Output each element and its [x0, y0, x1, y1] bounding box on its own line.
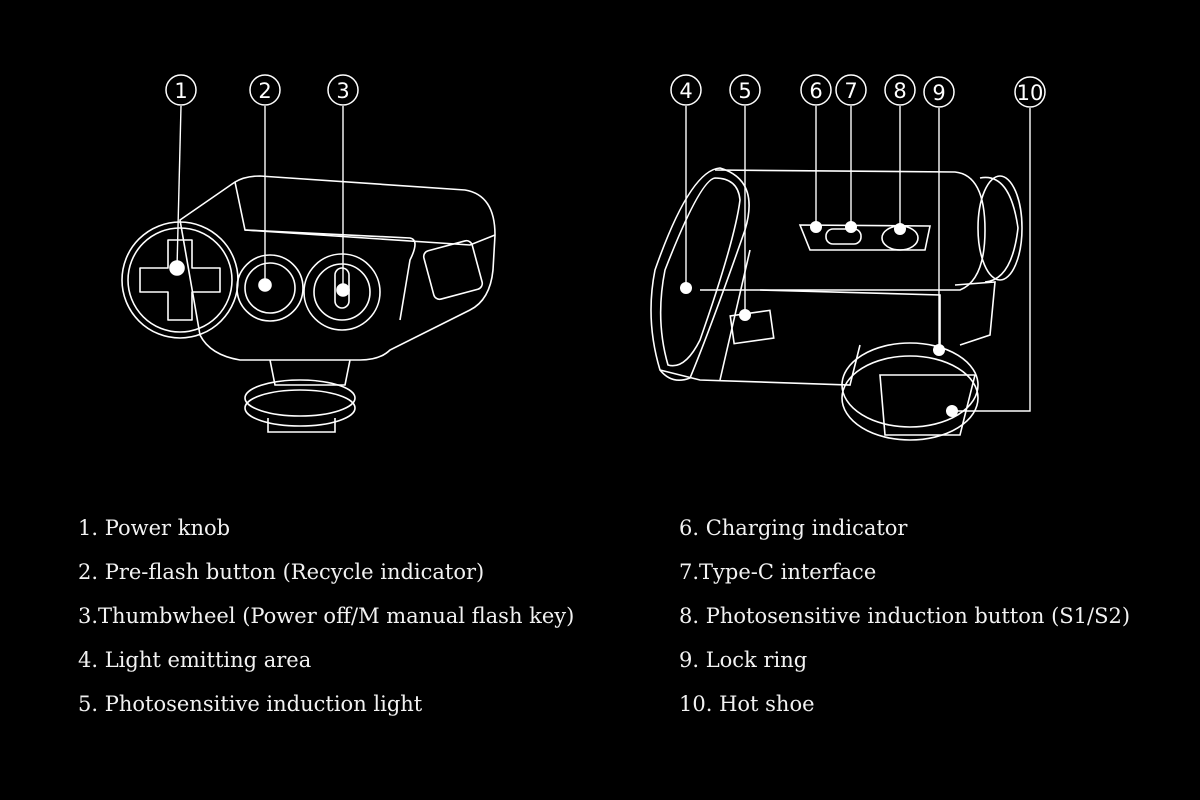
- callout-circle: [835, 74, 867, 106]
- legend-item-4: 4. Light emitting area: [78, 648, 312, 672]
- callout-circle: [1014, 76, 1046, 108]
- callout-circle: [884, 74, 916, 106]
- callout-circle: [249, 74, 281, 106]
- legend-item-8: 8. Photosensitive induction button (S1/S…: [679, 604, 1131, 628]
- callout-7: 7: [835, 74, 867, 106]
- callout-number: 8: [893, 79, 906, 103]
- callout-number: 4: [679, 79, 692, 103]
- legend-item-3: 3.Thumbwheel (Power off/M manual flash k…: [78, 604, 575, 628]
- legend-item-2: 2. Pre-flash button (Recycle indicator): [78, 560, 485, 584]
- leader-lines: [176, 105, 1031, 412]
- legend-item-10: 10. Hot shoe: [679, 692, 815, 716]
- flash-front-view: [121, 175, 496, 433]
- callout-number: 5: [738, 79, 751, 103]
- callout-number: 9: [932, 81, 945, 105]
- callout-number: 6: [809, 79, 822, 103]
- callout-4: 4: [670, 74, 702, 106]
- callout-5: 5: [729, 74, 761, 106]
- callout-circle: [923, 76, 955, 108]
- callout-6: 6: [800, 74, 832, 106]
- callout-number: 1: [174, 79, 187, 103]
- callout-3: 3: [327, 74, 359, 106]
- callout-number: 2: [258, 79, 271, 103]
- legend-item-9: 9. Lock ring: [679, 648, 808, 672]
- callout-circle: [800, 74, 832, 106]
- callout-1: 1: [165, 74, 197, 106]
- leader-dots: [680, 221, 958, 417]
- callout-9: 9: [923, 76, 955, 108]
- flash-side-view: [650, 167, 1023, 441]
- callout-number: 10: [1017, 81, 1044, 105]
- callout-number: 3: [336, 79, 349, 103]
- callout-circle: [729, 74, 761, 106]
- callout-10: 10: [1014, 76, 1046, 108]
- legend-item-7: 7.Type-C interface: [679, 560, 877, 584]
- legend-item-1: 1. Power knob: [78, 516, 231, 540]
- callout-8: 8: [884, 74, 916, 106]
- callout-circle: [165, 74, 197, 106]
- callout-circle: [670, 74, 702, 106]
- callout-circle: [327, 74, 359, 106]
- callout-2: 2: [249, 74, 281, 106]
- legend-item-6: 6. Charging indicator: [679, 516, 908, 540]
- legend-item-5: 5. Photosensitive induction light: [78, 692, 423, 716]
- callout-number: 7: [844, 79, 857, 103]
